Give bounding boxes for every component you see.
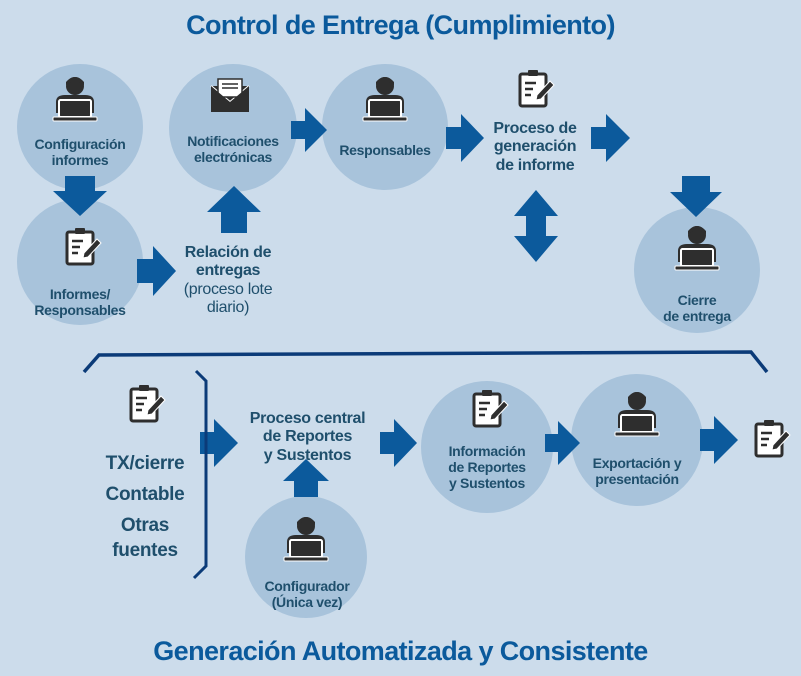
arrow-right-sources <box>200 419 238 467</box>
label-configurador: Configurador(Única vez) <box>264 578 350 611</box>
arrow-right-responsables <box>446 114 484 162</box>
arrow-right-proceso <box>591 114 630 162</box>
arrow-up-relacion <box>207 186 261 233</box>
arrow-up-configurador <box>283 459 329 497</box>
label-informes-responsables: Informes/Responsables <box>34 286 126 319</box>
label-relacion-entregas: Relación de entregas (proceso lote diari… <box>183 244 273 317</box>
bracket-line <box>82 350 769 374</box>
arrow-right-informes <box>137 246 176 296</box>
arrow-right-notif <box>291 108 327 152</box>
bracket-sources <box>192 369 208 580</box>
clipboard-pen-icon <box>518 68 556 108</box>
arrow-down-cierre <box>670 176 722 217</box>
label-proceso-generacion: Proceso de generación de informe <box>493 120 577 174</box>
label-sources: TX/cierre Contable Otras fuentes <box>105 453 185 561</box>
arrow-right-informacion <box>545 421 580 465</box>
arrow-right-proceso-central <box>380 419 417 467</box>
circle-exportacion <box>571 374 703 506</box>
label-responsables: Responsables <box>339 142 431 158</box>
circle-configuracion <box>17 64 143 190</box>
label-proceso-central: Proceso central de Reportes y Sustentos <box>249 410 366 464</box>
clipboard-pen-icon <box>129 383 167 423</box>
clipboard-pen-icon <box>754 418 792 458</box>
title-top: Control de Entrega (Cumplimiento) <box>186 10 615 40</box>
arrow-double-vertical <box>514 190 558 262</box>
title-bottom: Generación Automatizada y Consistente <box>153 636 648 666</box>
circle-responsables <box>322 64 448 190</box>
arrow-down-config <box>53 176 107 216</box>
label-informacion: Información de Reportes y Sustentos <box>448 443 526 492</box>
arrow-right-exportacion <box>700 416 738 464</box>
circle-notificaciones <box>169 64 297 192</box>
circle-informacion <box>421 381 553 513</box>
